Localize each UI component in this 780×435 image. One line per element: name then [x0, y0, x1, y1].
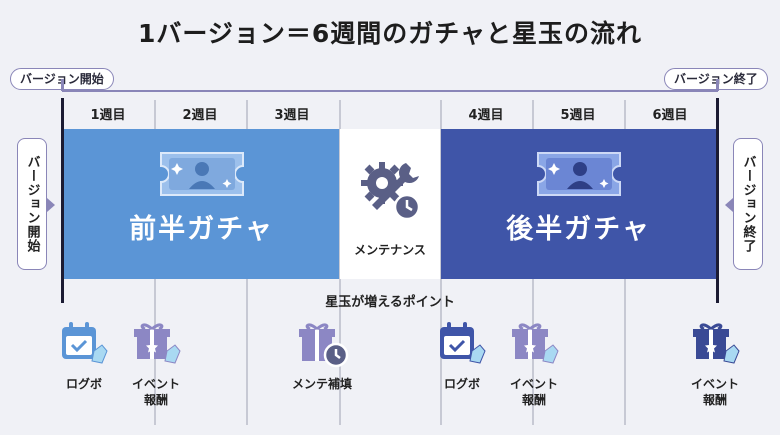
wrench-gear-icon: [361, 162, 421, 221]
week-divider: [440, 100, 442, 425]
point-event-reward-label: イベント 報酬: [690, 377, 739, 407]
week-label-4: 4週目: [468, 108, 504, 123]
first-half-gacha-block: 前半ガチャ: [64, 129, 339, 279]
week-label-6: 6週目: [652, 108, 688, 123]
gift-box-icon: [693, 323, 740, 364]
side-version-end: バージョン終了: [733, 138, 763, 270]
side-version-start: バージョン開始: [17, 138, 47, 270]
week-label-2: 2週目: [182, 108, 218, 123]
gift-box-icon: [512, 323, 559, 364]
version-end-tag: バージョン終了: [664, 68, 768, 90]
side-start-arrow: [47, 198, 55, 212]
maintenance-label: メンテナンス: [354, 243, 426, 257]
point-maintenance-comp-label: メンテ補填: [291, 377, 352, 391]
end-tick: [716, 79, 719, 91]
side-end-arrow: [725, 198, 733, 212]
second-half-gacha-label: 後半ガチャ: [506, 214, 651, 245]
week-divider: [339, 100, 341, 425]
version-start-line: [61, 98, 64, 303]
version-end-line: [716, 98, 719, 303]
ticket-icon: [160, 152, 244, 196]
week-label-3: 3週目: [274, 108, 310, 123]
second-half-gacha-block: 後半ガチャ: [441, 129, 716, 279]
point-event-reward-label: イベント 報酬: [131, 377, 180, 407]
week-label-1: 1週目: [90, 108, 126, 123]
point-event-reward-label: イベント 報酬: [509, 377, 558, 407]
point-login-bonus-label: ログボ: [65, 377, 102, 391]
week-label-5: 5週目: [560, 108, 596, 123]
maintenance-block: メンテナンス: [340, 129, 440, 279]
calendar-check-icon: [440, 322, 486, 364]
calendar-check-icon: [62, 322, 108, 364]
start-tick: [61, 79, 64, 91]
point-login-bonus-label: ログボ: [443, 377, 480, 391]
first-half-gacha-label: 前半ガチャ: [129, 214, 274, 245]
gift-clock-icon: [299, 323, 349, 368]
page-title: 1バージョン＝6週間のガチャと星玉の流れ: [137, 19, 643, 48]
timeline-top-line: [62, 90, 718, 92]
points-heading: 星玉が増えるポイント: [325, 295, 455, 310]
ticket-icon: [537, 152, 621, 196]
gift-box-icon: [134, 323, 181, 364]
